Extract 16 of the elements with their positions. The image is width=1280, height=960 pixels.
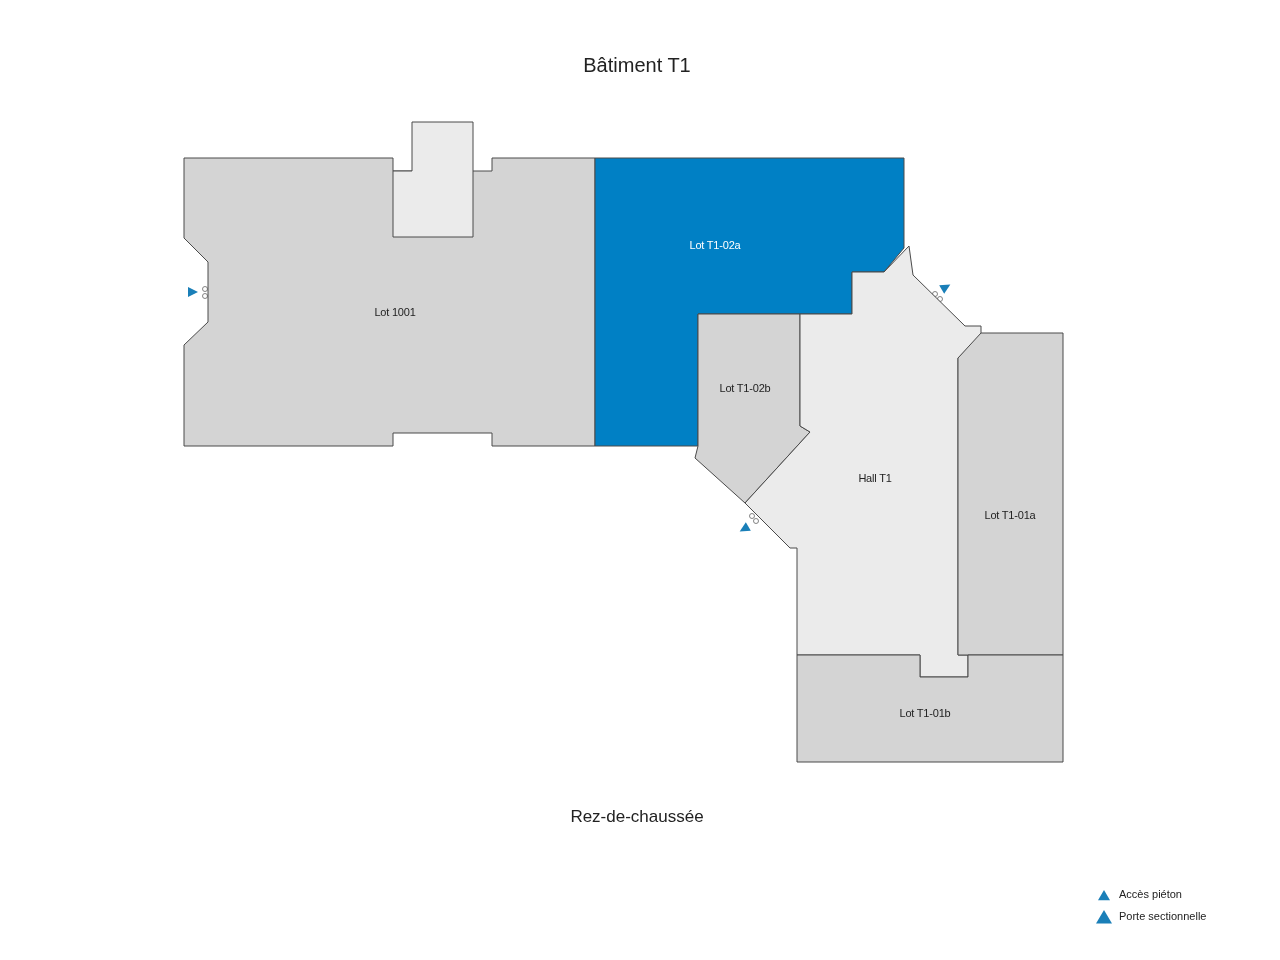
legend-text: Porte sectionnelle: [1119, 910, 1207, 922]
lot-label: Hall T1: [858, 472, 892, 484]
stairwell-area: [393, 122, 473, 237]
lot-floor-area: [695, 314, 810, 503]
lot-floor-area: [184, 158, 595, 446]
lot-floor-area: [595, 158, 904, 446]
lot-floor-area: [797, 655, 1063, 762]
lot-label: Lot T1-01a: [984, 509, 1036, 521]
lot-label: Lot T1-01b: [899, 707, 951, 719]
plan-title: Bâtiment T1: [583, 54, 691, 77]
lot-label: Lot 1001: [374, 306, 416, 318]
legend-text: Accès piéton: [1119, 888, 1182, 900]
lot-floor-area: [958, 333, 1063, 655]
floor-caption: Rez-de-chaussée: [570, 807, 704, 827]
lot-label: Lot T1-02a: [689, 239, 741, 251]
lot-label: Lot T1-02b: [719, 382, 771, 394]
